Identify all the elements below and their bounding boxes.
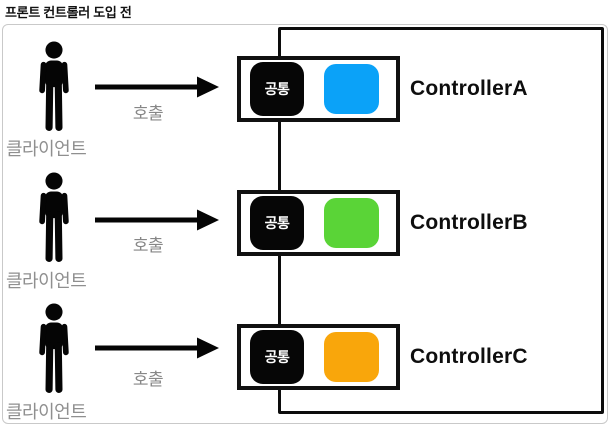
controller-name-label: ControllerC xyxy=(410,345,528,368)
client-label: 클라이언트 xyxy=(6,139,87,159)
common-badge-label: 공통 xyxy=(264,215,290,231)
controller-box: 공통 xyxy=(237,56,400,122)
controller-name-label: ControllerB xyxy=(410,211,528,234)
call-arrow-icon xyxy=(93,336,220,360)
controller-box: 공통 xyxy=(237,324,400,390)
controller-name-label: ControllerA xyxy=(410,77,528,100)
controller-box: 공통 xyxy=(237,190,400,256)
call-label: 호출 xyxy=(132,104,164,123)
common-badge-label: 공통 xyxy=(264,349,290,365)
client-label: 클라이언트 xyxy=(6,271,87,291)
client-person-icon xyxy=(34,172,74,267)
client-person-icon xyxy=(34,303,74,398)
call-arrow-icon xyxy=(93,208,220,232)
diagram-title: 프론트 컨트롤러 도입 전 xyxy=(5,5,132,20)
common-logic-badge: 공통 xyxy=(250,196,304,250)
call-label: 호출 xyxy=(132,236,164,255)
client-label: 클라이언트 xyxy=(6,402,87,422)
call-label: 호출 xyxy=(132,370,164,389)
controller-logic-chip xyxy=(324,198,379,248)
controller-logic-chip xyxy=(324,64,379,114)
common-badge-label: 공통 xyxy=(264,81,290,97)
controller-logic-chip xyxy=(324,332,379,382)
common-logic-badge: 공통 xyxy=(250,330,304,384)
client-person-icon xyxy=(34,41,74,136)
call-arrow-icon xyxy=(93,75,220,99)
common-logic-badge: 공통 xyxy=(250,62,304,116)
